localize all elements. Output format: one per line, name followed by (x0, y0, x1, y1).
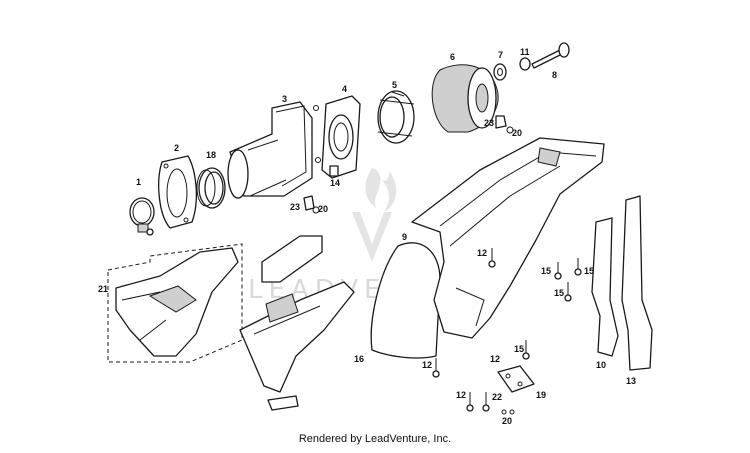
part-7-washer (493, 63, 507, 81)
part-21-airbox-assembly (107, 243, 243, 363)
part-10-trim-strip (591, 217, 619, 357)
callout-3: 3 (282, 94, 287, 104)
callout-23-b: 23 (290, 202, 300, 212)
callout-22: 22 (492, 392, 502, 402)
callout-10: 10 (596, 360, 606, 370)
part-2-flange (158, 155, 197, 229)
part-8-bolt (531, 42, 570, 69)
callout-21: 21 (98, 284, 108, 294)
callout-20-b: 20 (318, 204, 328, 214)
screw-15-c (564, 282, 572, 302)
callout-7: 7 (498, 50, 503, 60)
callout-2: 2 (174, 143, 179, 153)
part-16-side-cover (370, 242, 441, 359)
screw-12-b (432, 358, 440, 378)
callout-15-b: 15 (584, 266, 594, 276)
callout-12-b: 12 (422, 360, 432, 370)
screw-15-a (554, 262, 562, 280)
callout-15-d: 15 (514, 344, 524, 354)
part-23-clip-lower (303, 195, 320, 214)
callout-14: 14 (330, 178, 340, 188)
callout-12-c: 12 (456, 390, 466, 400)
callout-20-c: 20 (502, 416, 512, 426)
watermark-logo (352, 168, 397, 262)
callout-13: 13 (626, 376, 636, 386)
callout-12-a: 12 (477, 248, 487, 258)
part-19-plate (497, 365, 535, 393)
part-13-trim-strip (621, 195, 653, 371)
callout-5: 5 (392, 80, 397, 90)
screw-15-b (574, 258, 582, 276)
callout-16: 16 (354, 354, 364, 364)
part-11-nut (519, 57, 531, 71)
part-1-hose-clamp (129, 197, 155, 236)
part-6-air-filter (431, 64, 499, 133)
part-9-rear-fender (411, 137, 605, 339)
footer-credit: Rendered by LeadVenture, Inc. (298, 433, 452, 445)
callout-19: 19 (536, 390, 546, 400)
callout-9: 9 (402, 232, 407, 242)
screw-12-d (482, 392, 490, 412)
part-14-bracket (329, 165, 339, 177)
part-23-clip-upper (495, 115, 514, 134)
screw-12-a (488, 248, 496, 268)
callout-1: 1 (136, 177, 141, 187)
callout-12-d: 12 (490, 354, 500, 364)
part-3-inlet-tube (227, 101, 313, 199)
side-panel-middle (239, 235, 355, 411)
screw-15-d (522, 340, 530, 360)
callout-20-a: 20 (512, 128, 522, 138)
callout-6: 6 (450, 52, 455, 62)
fastener-20-bottom (501, 409, 515, 415)
callout-4: 4 (342, 84, 347, 94)
callout-23-a: 23 (484, 118, 494, 128)
callout-11: 11 (520, 47, 530, 57)
part-5-filter-cage (377, 90, 415, 144)
callout-15-a: 15 (541, 266, 551, 276)
screw-12-c (466, 392, 474, 412)
callout-18: 18 (206, 150, 216, 160)
part-4-mounting-plate (313, 95, 361, 179)
part-18-rubber-ring (196, 167, 226, 209)
callout-15-c: 15 (554, 288, 564, 298)
callout-8: 8 (552, 70, 557, 80)
